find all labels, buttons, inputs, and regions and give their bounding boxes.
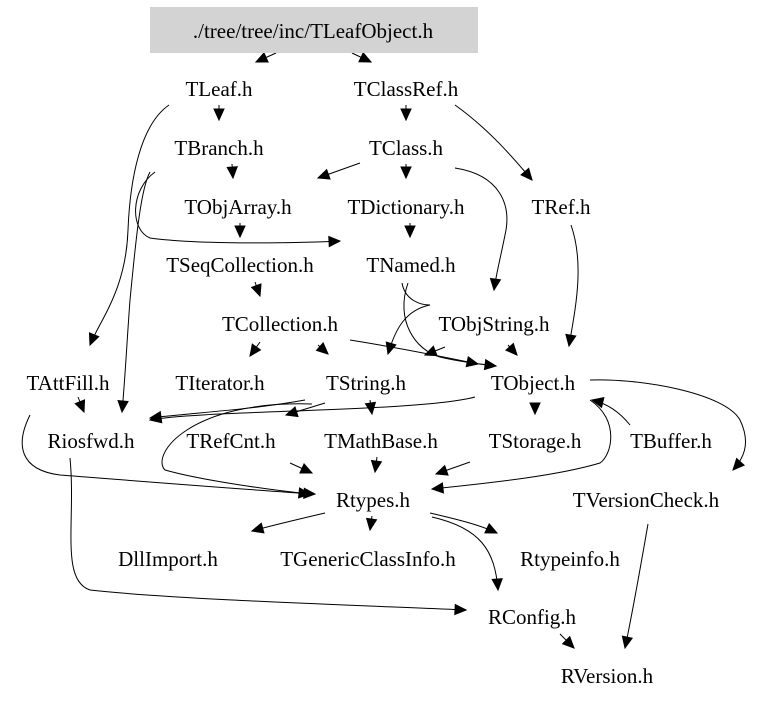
node-tleaf[interactable]: TLeaf.h bbox=[185, 77, 253, 101]
node-tclassref[interactable]: TClassRef.h bbox=[354, 77, 459, 101]
arrowhead-rtypes-to-dllimport bbox=[250, 522, 265, 534]
arrowhead-tseqcollection-to-tcollection bbox=[250, 283, 262, 298]
arrowhead-tobject-to-rtypes bbox=[430, 482, 445, 494]
arrowhead-tmathbase-to-rtypes bbox=[370, 459, 383, 474]
node-tdictionary[interactable]: TDictionary.h bbox=[347, 195, 465, 219]
arrowhead-tobject-to-tstorage bbox=[529, 402, 541, 416]
edge-tleaf-to-tattfill bbox=[89, 104, 170, 346]
edge-tnamed-to-tstring bbox=[387, 282, 431, 355]
node-tnamed[interactable]: TNamed.h bbox=[366, 253, 456, 277]
arrowhead-root-to-tclassref bbox=[358, 51, 373, 63]
arrowhead-tobject-to-tversioncheck bbox=[732, 457, 745, 471]
node-tobjstring[interactable]: TObjString.h bbox=[438, 312, 550, 336]
edge-tversioncheck-to-rversion bbox=[624, 523, 649, 649]
arrowhead-tclassref-to-tclass bbox=[400, 108, 412, 122]
arrowhead-tref-to-tobject bbox=[565, 333, 577, 348]
node-tgenericclassinfo[interactable]: TGenericClassInfo.h bbox=[280, 547, 456, 571]
node-root[interactable]: ./tree/tree/inc/TLeafObject.h bbox=[193, 19, 434, 43]
arrowhead-rtypes-to-rtypeinfo bbox=[484, 522, 499, 534]
arrowhead-tclass-to-tdictionary bbox=[400, 166, 412, 180]
edges-layer bbox=[21, 51, 746, 650]
root-node-box bbox=[150, 7, 478, 53]
node-tseqcollection[interactable]: TSeqCollection.h bbox=[166, 253, 314, 277]
node-tattfill[interactable]: TAttFill.h bbox=[27, 371, 110, 395]
node-tstring[interactable]: TString.h bbox=[326, 371, 406, 395]
node-rtypeinfo[interactable]: Rtypeinfo.h bbox=[520, 547, 620, 571]
arrowhead-rtypes-to-tgenericclassinfo bbox=[365, 517, 378, 532]
edge-tclassref-to-tref bbox=[454, 104, 533, 181]
node-tstorage[interactable]: TStorage.h bbox=[489, 429, 582, 453]
nodes-layer: ./tree/tree/inc/TLeafObject.h TLeaf.h TC… bbox=[27, 7, 720, 688]
edge-tbranch-to-riosfwd bbox=[121, 171, 151, 413]
arrowhead-tdictionary-to-tnamed bbox=[404, 225, 416, 239]
edge-tref-to-tobject bbox=[568, 224, 579, 347]
edge-tstring-to-rtypes bbox=[161, 403, 313, 495]
node-tref[interactable]: TRef.h bbox=[532, 195, 591, 219]
node-tobjarray[interactable]: TObjArray.h bbox=[184, 195, 292, 219]
arrowhead-tleaf-to-tbranch bbox=[213, 108, 225, 122]
arrowhead-tobjstring-to-tstring bbox=[423, 345, 438, 357]
arrowhead-root-to-tleaf bbox=[254, 52, 269, 63]
edge-tattfill-to-rtypes bbox=[21, 414, 316, 495]
arrowhead-tbranch-to-riosfwd bbox=[117, 400, 129, 414]
arrowhead-tattfill-to-riosfwd bbox=[74, 399, 86, 414]
arrowhead-tcollection-to-tstring bbox=[315, 342, 329, 355]
edge-tobject-to-tversioncheck bbox=[589, 379, 746, 471]
node-rtypes[interactable]: Rtypes.h bbox=[336, 488, 411, 512]
node-tbranch[interactable]: TBranch.h bbox=[174, 136, 264, 160]
node-rversion[interactable]: RVersion.h bbox=[561, 664, 654, 688]
edge-tcollection-to-tobject bbox=[349, 339, 479, 365]
edge-tobject-to-riosfwd bbox=[149, 396, 476, 421]
arrowhead-tstorage-to-rtypes bbox=[434, 464, 449, 476]
arrowhead-tclassref-to-tref bbox=[520, 167, 533, 181]
node-tmathbase[interactable]: TMathBase.h bbox=[324, 429, 438, 453]
arrowhead-trefcnt-to-rtypes bbox=[299, 462, 314, 474]
arrowhead-tbranch-to-tnamed bbox=[328, 235, 342, 248]
node-riosfwd[interactable]: Riosfwd.h bbox=[48, 429, 135, 453]
arrowhead-rconfig-to-rversion bbox=[561, 635, 575, 649]
arrowhead-tclass-to-tobjstring bbox=[489, 277, 502, 292]
arrowhead-tclass-to-tobjarray bbox=[316, 168, 331, 180]
arrowhead-tversioncheck-to-rversion bbox=[621, 635, 634, 650]
node-titerator[interactable]: TIterator.h bbox=[175, 371, 265, 395]
node-rconfig[interactable]: RConfig.h bbox=[488, 605, 577, 629]
arrowhead-tnamed-to-tobject bbox=[483, 358, 498, 371]
arrowhead-tobjarray-to-tseqcollection bbox=[234, 225, 246, 239]
edge-tobject-to-rtypes bbox=[431, 399, 612, 490]
node-tbuffer[interactable]: TBuffer.h bbox=[630, 429, 712, 453]
node-tclass[interactable]: TClass.h bbox=[369, 136, 444, 160]
node-tversioncheck[interactable]: TVersionCheck.h bbox=[573, 488, 720, 512]
arrowhead-tobject-to-riosfwd bbox=[148, 412, 163, 424]
node-tcollection[interactable]: TCollection.h bbox=[222, 312, 339, 336]
arrowhead-tstring-to-trefcnt bbox=[284, 406, 299, 418]
edge-riosfwd-to-rconfig bbox=[69, 457, 467, 611]
arrowhead-tobjstring-to-tobject bbox=[505, 342, 518, 356]
node-tobject[interactable]: TObject.h bbox=[491, 371, 576, 395]
arrowhead-tnamed-to-tstring bbox=[385, 341, 397, 356]
edge-tstring-to-riosfwd bbox=[149, 399, 306, 419]
arrowhead-rtypes-to-rconfig bbox=[491, 578, 503, 592]
edge-tbranch-to-tnamed bbox=[135, 171, 341, 244]
node-dllimport[interactable]: DllImport.h bbox=[118, 547, 218, 571]
arrowhead-riosfwd-to-rconfig bbox=[454, 603, 468, 616]
arrowhead-tcollection-to-titerator bbox=[249, 343, 262, 357]
node-trefcnt[interactable]: TRefCnt.h bbox=[186, 429, 276, 453]
arrowhead-tleaf-to-tattfill bbox=[88, 332, 100, 347]
arrowhead-tbuffer-to-tobject bbox=[590, 396, 605, 409]
edge-tclass-to-tobjstring bbox=[454, 167, 508, 291]
arrowhead-tstring-to-rtypes bbox=[297, 487, 312, 499]
arrowhead-tbranch-to-tobjarray bbox=[226, 166, 238, 180]
edge-rtypes-to-rconfig bbox=[431, 516, 499, 591]
arrowhead-tcollection-to-tobject bbox=[465, 355, 480, 368]
